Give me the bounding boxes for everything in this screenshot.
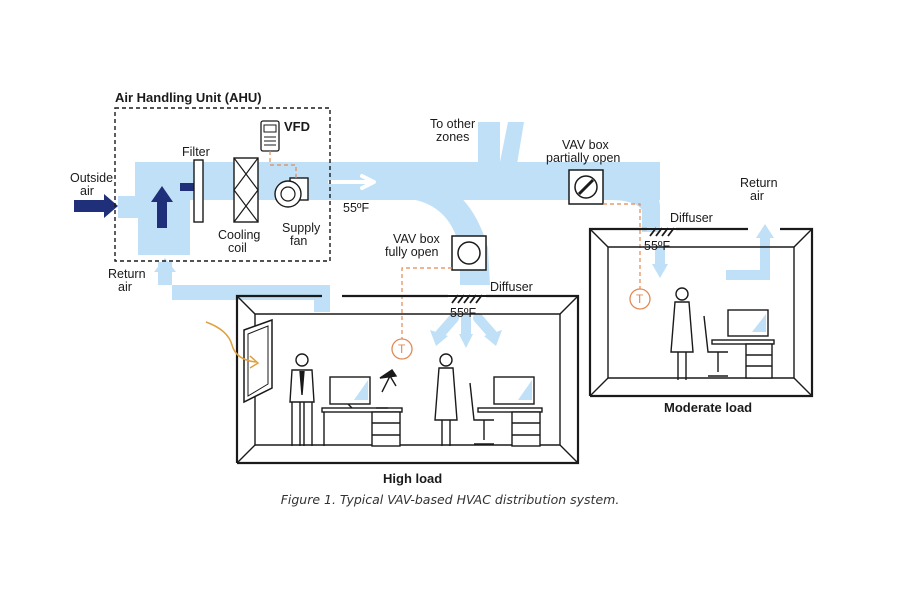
return-air-moderate-label-1: Return (740, 176, 778, 190)
room-moderate-load: Diffuser 55ºF T Moderate load (588, 211, 814, 415)
vfd-icon (260, 120, 280, 152)
window-icon (243, 318, 273, 404)
return-duct-network (158, 235, 770, 312)
room-high-load: Diffuser 55ºF T (205, 280, 580, 486)
cooling-coil-icon (233, 157, 259, 223)
diffuser-high-label: Diffuser (490, 280, 533, 294)
vav-box-partially-open-icon (568, 169, 604, 205)
diffuser-high-temp: 55ºF (450, 306, 476, 320)
return-air-ahu-label-1: Return (108, 267, 146, 281)
vav-fully-open-label-1: VAV box (393, 232, 441, 246)
ahu-box: Air Handling Unit (AHU) Filter Cooling c… (114, 90, 331, 262)
supply-fan-icon (274, 177, 309, 208)
diffuser-high-icon (448, 294, 486, 304)
sensor-line-moderate (603, 203, 641, 290)
person-woman-icon (434, 353, 458, 446)
desk-2-icon (469, 376, 543, 447)
supply-fan-label-2: fan (290, 234, 307, 248)
outside-air-label-2: air (80, 184, 94, 198)
vav-partially-open-label-1: VAV box (562, 138, 610, 152)
person-woman-2-icon (670, 287, 694, 380)
to-other-zones-label-2: zones (436, 130, 469, 144)
vav-partially-open-label-2: partially open (546, 151, 620, 165)
person-man-icon (289, 353, 315, 446)
thermostat-moderate-icon: T (629, 288, 651, 310)
thermostat-high-symbol: T (398, 342, 406, 356)
filter-icon (193, 159, 204, 223)
filter-label: Filter (182, 145, 210, 159)
return-air-ahu-label-2: air (118, 280, 132, 294)
mixed-air-arrow (157, 200, 167, 228)
desk-3-icon (703, 309, 775, 379)
solar-gain-arrow (205, 321, 260, 369)
room-moderate-label: Moderate load (664, 400, 752, 415)
desk-1-icon (321, 369, 403, 447)
vav-box-fully-open-icon (451, 235, 487, 271)
diffuser-moderate-icon (647, 227, 676, 237)
outside-air-label-1: Outside (70, 171, 113, 185)
cooling-coil-label-2: coil (228, 241, 247, 255)
to-other-zones-label-1: To other (430, 117, 475, 131)
flow-arrows (154, 174, 774, 348)
supply-fan-label-1: Supply (282, 221, 321, 235)
return-air-moderate-label-2: air (750, 189, 764, 203)
room-high-label: High load (383, 471, 442, 486)
thermostat-high-icon: T (391, 338, 413, 360)
vfd-label: VFD (284, 119, 310, 134)
diffuser-moderate-label: Diffuser (670, 211, 713, 225)
vav-fully-open-label-2: fully open (385, 245, 439, 259)
ahu-title: Air Handling Unit (AHU) (115, 90, 262, 105)
outside-air-arrow (74, 194, 118, 218)
diffuser-moderate-temp: 55ºF (644, 239, 670, 253)
supply-temp-label: 55ºF (343, 201, 369, 215)
cooling-coil-label-1: Cooling (218, 228, 260, 242)
thermostat-moderate-symbol: T (636, 292, 644, 306)
figure-caption: Figure 1. Typical VAV-based HVAC distrib… (281, 492, 620, 507)
sensor-line-high (401, 267, 452, 340)
